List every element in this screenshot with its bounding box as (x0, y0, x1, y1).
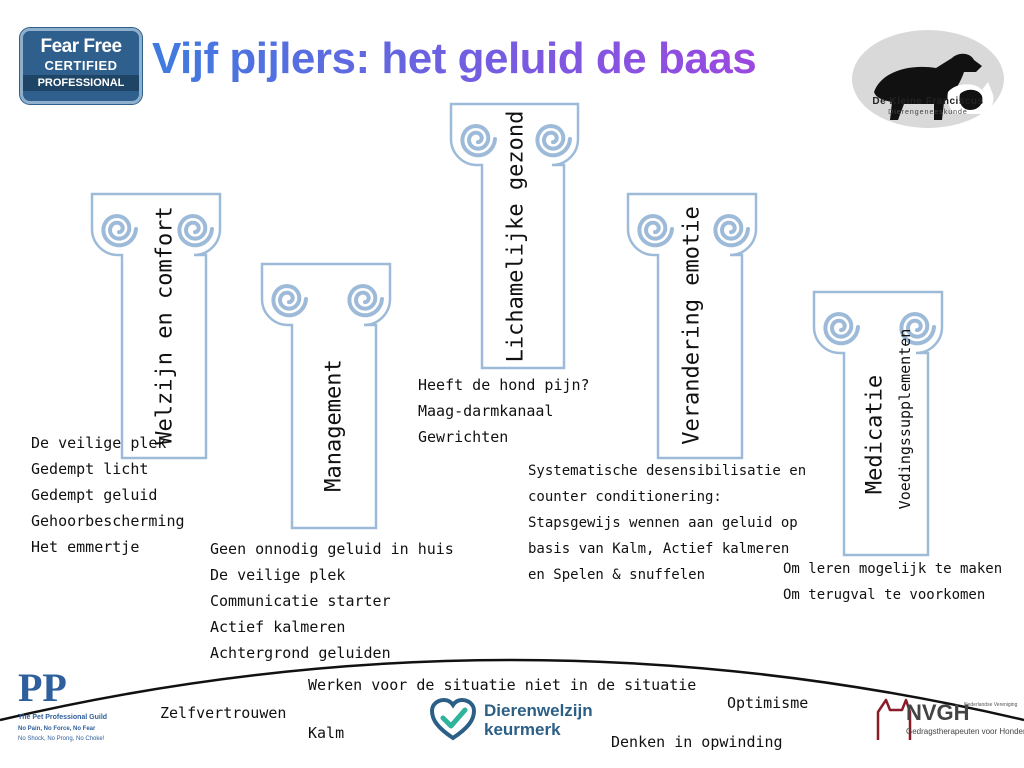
list-item: De veilige plek (31, 434, 167, 452)
pillar-1 (90, 192, 222, 460)
pillar-columns (90, 102, 944, 557)
list-item: Gehoorbescherming (31, 512, 185, 530)
volute-left-icon (823, 311, 860, 346)
list-item: De veilige plek (210, 566, 346, 584)
volute-left-icon (637, 213, 674, 248)
foundation-word: Werken voor de situatie niet in de situa… (308, 676, 697, 694)
list-item: Gedempt geluid (31, 486, 158, 504)
volute-right-icon (535, 123, 572, 158)
foundation-word: Kalm (308, 724, 345, 742)
clinic-logo: De Kleine Franciscus Dierengeneeskunde (852, 30, 1004, 128)
pillar-outline (90, 192, 222, 460)
volute-right-icon (177, 213, 214, 248)
foundation-arc (0, 658, 1024, 722)
list-lichamelijk: Heeft de hond pijn? Maag-darmkanaal Gewr… (418, 372, 590, 450)
pillar-label-welzijn: Welzijn en comfort (152, 206, 178, 445)
pillar-5 (812, 290, 944, 557)
list-item: basis van Kalm, Actief kalmeren (528, 541, 790, 557)
pillar-sublabel-voedingssupplementen: Voedingssupplementen (896, 328, 914, 510)
pillar-outline (626, 192, 758, 460)
list-item: counter conditionering: (528, 489, 722, 505)
list-item: Stapsgewijs wennen aan geluid op (528, 515, 798, 531)
badge-line3: PROFESSIONAL (23, 75, 139, 91)
keurmerk-line2: keurmerk (484, 720, 561, 739)
list-medicatie: Om leren mogelijk te maken Om terugval t… (783, 556, 1002, 608)
keurmerk-logo: Dierenwelzijn keurmerk (430, 698, 600, 744)
list-item: Om terugval te voorkomen (783, 587, 986, 603)
volute-left-icon (271, 283, 308, 318)
dog-cat-silhouette-icon (874, 53, 994, 120)
list-item: Communicatie starter (210, 592, 391, 610)
list-item: Heeft de hond pijn? (418, 376, 590, 394)
list-item: Maag-darmkanaal (418, 402, 554, 420)
list-item: Actief kalmeren (210, 618, 346, 636)
pillar-label-verandering: Verandering emotie (679, 206, 705, 445)
pillar-outline (449, 102, 580, 370)
list-item: Gedempt licht (31, 460, 149, 478)
list-management: Geen onnodig geluid in huis De veilige p… (210, 536, 454, 666)
heart-check-icon (430, 698, 476, 741)
pillar-outline (812, 290, 944, 557)
list-item: Systematische desensibilisatie en (528, 463, 807, 479)
ppg-line2: No Pain, No Force, No Fear (18, 726, 96, 732)
foundation-word: Optimisme (727, 694, 809, 712)
list-item: Het emmertje (31, 538, 140, 556)
volute-right-icon (347, 283, 384, 318)
list-item: en Spelen & snuffelen (528, 567, 706, 583)
volute-left-icon (460, 123, 497, 158)
list-item: Gewrichten (418, 428, 509, 446)
clinic-logo-line2: Dierengeneeskunde (888, 109, 968, 116)
pillar-label-lichamelijk: Lichamelijke gezond (503, 110, 529, 363)
nvgh-line1: Nederlandse Vereniging (964, 702, 1018, 708)
ppg-logo: PP The Pet Professional Guild No Pain, N… (18, 664, 110, 746)
pillar-2 (260, 262, 392, 530)
ppg-line1: The Pet Professional Guild (18, 714, 108, 721)
ppg-monogram-icon: PP (18, 665, 67, 710)
fear-free-badge: Fear Free CERTIFIED PROFESSIONAL (20, 28, 142, 104)
foundation-word: Zelfvertrouwen (160, 704, 287, 722)
nvgh-name: NVGH (906, 700, 970, 725)
page-title: Vijf pijlers: het geluid de baas (152, 34, 757, 83)
foundation-word: Denken in opwinding (611, 733, 783, 751)
list-verandering: Systematische desensibilisatie en counte… (528, 458, 806, 588)
pillar-label-management: Management (321, 359, 347, 492)
pillar-3 (449, 102, 580, 370)
volute-right-icon (899, 311, 936, 346)
volute-left-icon (101, 213, 138, 248)
list-item: Geen onnodig geluid in huis (210, 540, 454, 558)
dog-outline-icon (876, 698, 912, 740)
keurmerk-line1: Dierenwelzijn (484, 701, 593, 720)
list-item: Achtergrond geluiden (210, 644, 391, 662)
pillar-outline (260, 262, 392, 530)
volute-right-icon (713, 213, 750, 248)
clinic-logo-line1: De Kleine Franciscus (872, 96, 984, 107)
pillar-4 (626, 192, 758, 460)
nvgh-line2: Gedragstherapeuten voor Honden (906, 727, 1024, 736)
list-item: Om leren mogelijk te maken (783, 561, 1003, 577)
nvgh-logo: NVGH Nederlandse Vereniging Gedragsthera… (872, 694, 1024, 750)
list-welzijn: De veilige plek Gedempt licht Gedempt ge… (31, 430, 185, 560)
ppg-line3: No Shock, No Prong, No Choke! (18, 736, 105, 742)
pillar-label-medicatie: Medicatie (862, 374, 888, 495)
badge-line2: CERTIFIED (44, 58, 118, 73)
badge-line1: Fear Free (40, 36, 122, 57)
